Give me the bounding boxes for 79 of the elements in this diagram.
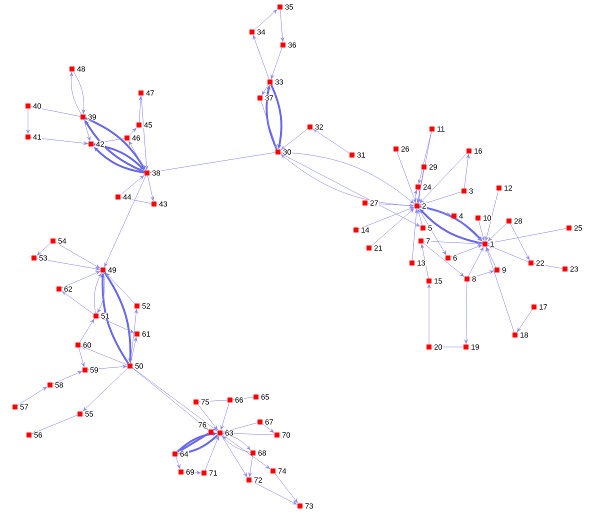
arrow bbox=[419, 206, 451, 216]
arrow bbox=[120, 175, 144, 195]
arrow bbox=[183, 471, 201, 474]
arrow bbox=[254, 10, 278, 30]
arrow bbox=[420, 153, 467, 204]
arrow bbox=[486, 247, 514, 333]
arrow bbox=[262, 424, 274, 433]
arrow bbox=[367, 202, 414, 208]
arrow bbox=[488, 223, 507, 242]
arrow bbox=[313, 128, 350, 154]
arrow bbox=[464, 154, 470, 189]
arrow bbox=[130, 309, 138, 364]
arrow bbox=[274, 473, 298, 503]
arrow bbox=[358, 207, 414, 230]
arrow bbox=[140, 95, 148, 170]
arrow bbox=[485, 190, 499, 241]
arrow bbox=[412, 209, 418, 261]
arrow bbox=[138, 96, 142, 123]
arrow bbox=[176, 456, 180, 469]
arrow bbox=[427, 284, 431, 345]
arrow bbox=[270, 47, 282, 79]
arrow bbox=[82, 368, 128, 412]
arrow bbox=[280, 9, 284, 42]
arrow bbox=[418, 208, 446, 255]
arrow bbox=[81, 346, 128, 366]
arrow bbox=[147, 175, 154, 201]
arrow bbox=[469, 270, 494, 278]
arrow bbox=[36, 258, 100, 270]
arrow bbox=[420, 244, 429, 279]
arrow bbox=[84, 119, 91, 141]
arrow bbox=[260, 100, 278, 149]
arrow bbox=[417, 209, 423, 226]
arrow bbox=[464, 281, 468, 344]
arrow bbox=[220, 402, 230, 430]
arrow bbox=[61, 271, 100, 288]
arrow bbox=[416, 169, 424, 203]
arrow bbox=[478, 220, 485, 241]
arrow bbox=[222, 434, 270, 469]
arrow bbox=[106, 272, 135, 304]
arrow bbox=[79, 319, 94, 343]
arrow bbox=[280, 153, 420, 227]
arrow bbox=[128, 141, 146, 171]
arrow bbox=[104, 175, 146, 267]
arrow bbox=[73, 71, 86, 114]
arrow bbox=[55, 242, 100, 268]
arrow bbox=[262, 84, 269, 95]
arrow bbox=[78, 347, 85, 367]
arrow bbox=[423, 242, 464, 277]
arrow bbox=[70, 72, 82, 115]
arrow bbox=[62, 291, 94, 314]
arrow bbox=[280, 128, 308, 150]
arrow bbox=[52, 371, 82, 384]
arrow bbox=[423, 240, 482, 246]
arrow bbox=[87, 364, 127, 370]
arrow bbox=[26, 108, 30, 134]
arrow bbox=[456, 218, 482, 242]
arrow bbox=[418, 131, 432, 184]
arrow bbox=[36, 243, 51, 256]
arrow bbox=[130, 337, 138, 364]
arrow bbox=[450, 244, 482, 258]
arrow bbox=[396, 151, 416, 203]
arrow bbox=[150, 152, 276, 174]
arrow bbox=[486, 247, 496, 268]
arrow bbox=[94, 273, 102, 314]
arrow bbox=[129, 128, 136, 136]
arrow bbox=[204, 436, 219, 471]
arrow bbox=[30, 137, 88, 145]
arrow bbox=[198, 404, 218, 430]
arrow bbox=[371, 208, 414, 246]
arrow bbox=[97, 272, 105, 313]
arrow bbox=[516, 309, 532, 332]
arrow bbox=[414, 190, 418, 204]
arrow bbox=[98, 316, 134, 333]
arrow bbox=[248, 455, 253, 477]
arrow bbox=[251, 481, 297, 505]
arrow bbox=[252, 35, 270, 80]
arrow bbox=[510, 223, 530, 260]
arrow bbox=[468, 247, 484, 277]
arrow bbox=[221, 435, 248, 477]
